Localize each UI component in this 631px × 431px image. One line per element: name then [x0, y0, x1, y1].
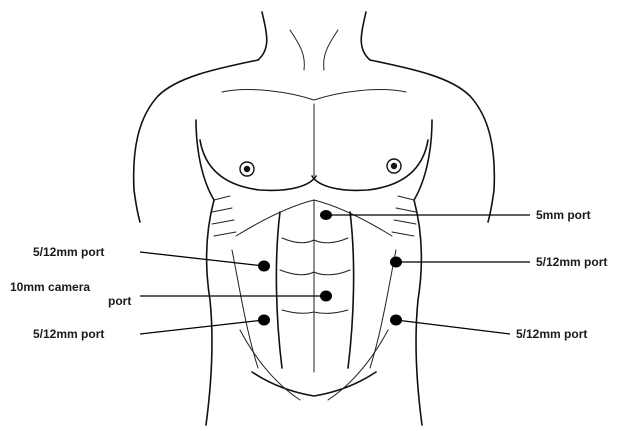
left-torso-outline	[206, 200, 214, 425]
label-left-upper-port: 5/12mm port	[33, 245, 104, 259]
leader-line-left-upper	[140, 252, 264, 266]
port-marker-5mm	[320, 210, 332, 220]
left-pectoral	[200, 140, 316, 190]
abdominal-outline	[276, 212, 353, 368]
label-5mm-port: 5mm port	[536, 208, 591, 222]
left-shoulder-outline	[134, 60, 258, 222]
port-marker-left-lower	[258, 315, 270, 326]
leader-line-left-lower	[140, 320, 264, 334]
port-marker-right-upper	[390, 257, 402, 268]
label-left-lower-port: 5/12mm port	[33, 327, 104, 341]
neck-outline	[258, 12, 370, 60]
port-marker-right-lower	[390, 315, 402, 326]
port-marker-left-upper	[258, 261, 270, 272]
leader-line-right-lower	[396, 320, 510, 334]
label-camera-port-line1: 10mm camera	[10, 280, 90, 294]
label-right-upper-port: 5/12mm port	[536, 255, 607, 269]
label-camera-port-line2: port	[108, 294, 131, 308]
right-torso-outline	[414, 200, 422, 425]
label-right-lower-port: 5/12mm port	[516, 327, 587, 341]
right-shoulder-outline	[370, 60, 494, 222]
port-marker-camera	[320, 291, 332, 302]
right-pectoral	[312, 140, 428, 190]
